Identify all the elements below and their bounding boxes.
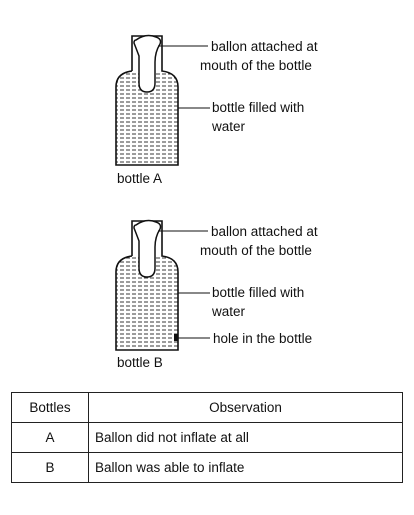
bottle-a-balloon-label-2: mouth of the bottle — [200, 58, 312, 73]
bottle-b-water — [116, 256, 178, 350]
bottle-a-balloon — [133, 34, 162, 93]
bottle-a-water — [116, 71, 178, 165]
row-b-bottle: B — [11, 452, 89, 483]
bottle-b-hole-label: hole in the bottle — [213, 331, 312, 346]
bottle-b-hole — [174, 334, 178, 341]
bottle-a-name: bottle A — [117, 171, 162, 186]
bottle-b-balloon — [133, 219, 162, 278]
bottle-b-name: bottle B — [117, 355, 163, 370]
bottle-b-water-label-2: water — [211, 304, 246, 319]
bottle-a-water-label-2: water — [211, 119, 246, 134]
table-row: A Ballon did not inflate at all — [11, 422, 403, 453]
bottle-b-balloon-label-2: mouth of the bottle — [200, 243, 312, 258]
bottle-b-water-label-1: bottle filled with — [212, 285, 304, 300]
row-a-observation: Ballon did not inflate at all — [88, 422, 403, 453]
bottle-b-outline — [115, 220, 179, 351]
bottle-a — [115, 34, 210, 166]
table-row: B Ballon was able to inflate — [11, 452, 403, 483]
bottle-b-balloon-label-1: ballon attached at — [211, 224, 318, 239]
bottle-b — [115, 219, 210, 351]
header-observation: Observation — [88, 392, 403, 423]
bottle-a-water-label-1: bottle filled with — [212, 100, 304, 115]
bottle-a-outline — [115, 35, 179, 166]
bottle-a-balloon-label-1: ballon attached at — [211, 39, 318, 54]
table-header-row: Bottles Observation — [11, 392, 403, 423]
header-bottles: Bottles — [11, 392, 89, 423]
observation-table: Bottles Observation A Ballon did not inf… — [11, 392, 403, 483]
bottle-experiment-diagram: ballon attached at mouth of the bottle b… — [115, 34, 318, 370]
row-b-observation: Ballon was able to inflate — [88, 452, 403, 483]
row-a-bottle: A — [11, 422, 89, 453]
